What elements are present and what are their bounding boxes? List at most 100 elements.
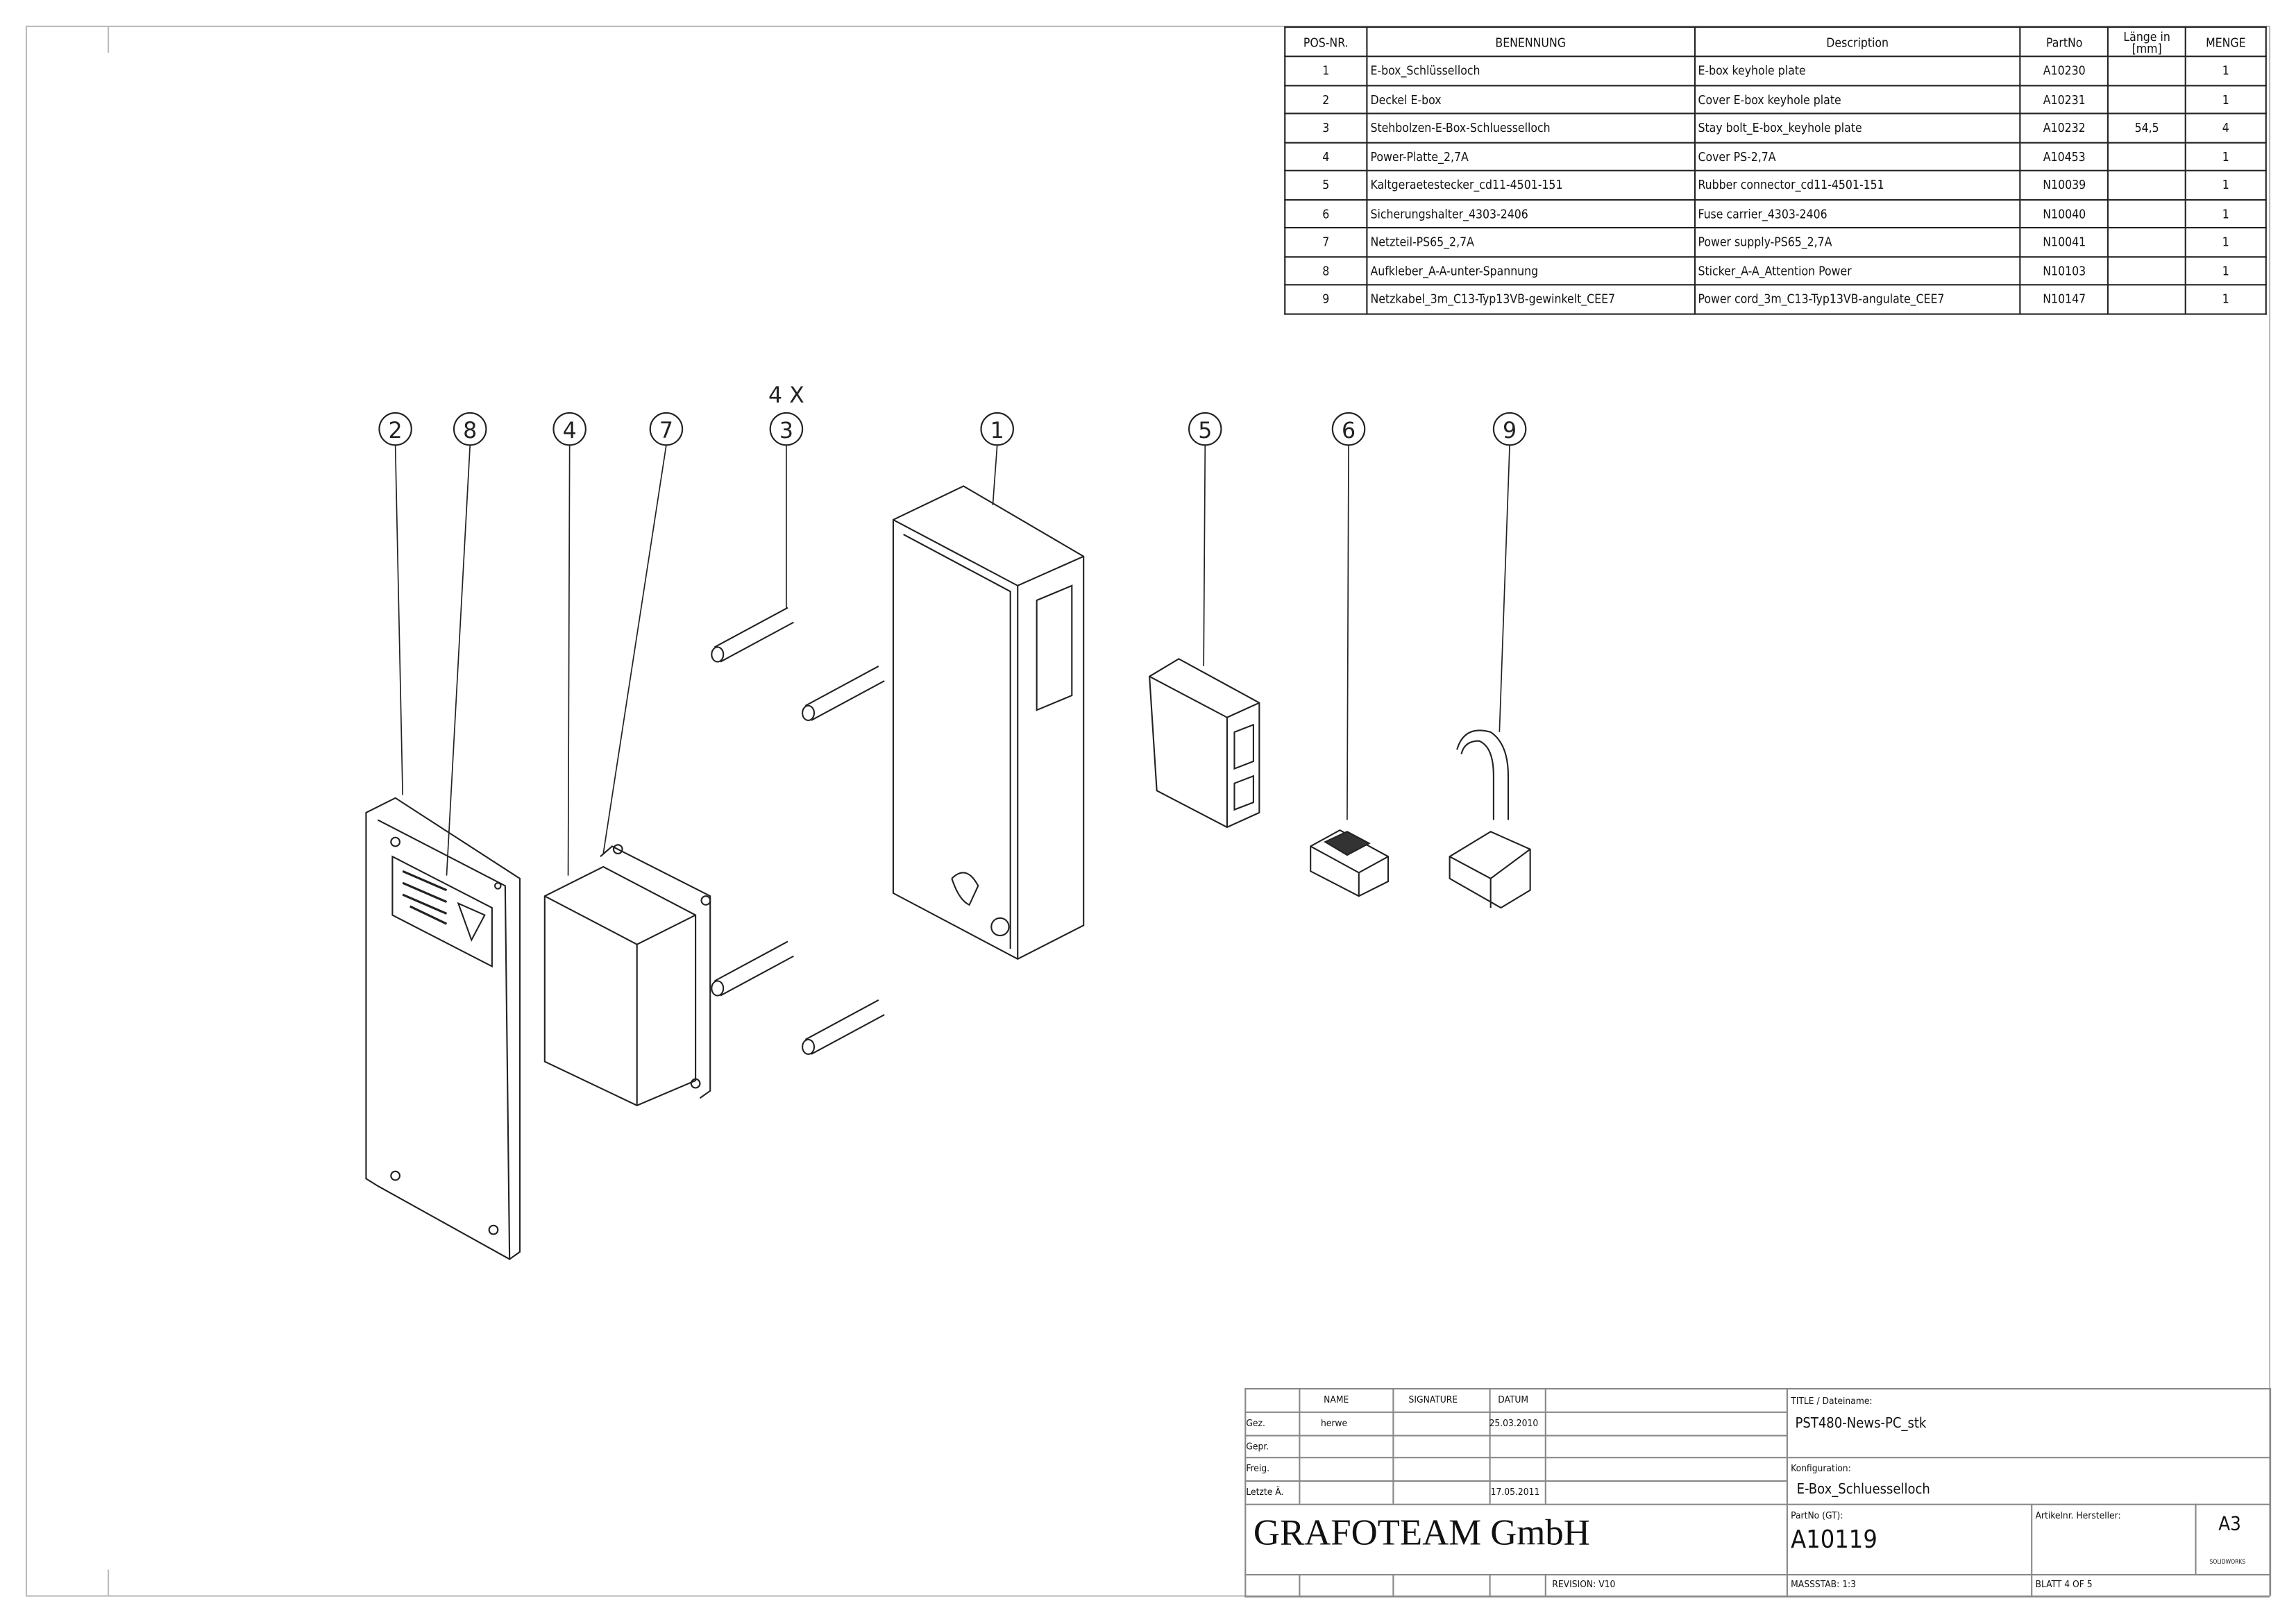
balloon-2: 2 — [389, 418, 403, 443]
bom-cell-pos: 9 — [1284, 284, 1368, 314]
revision: REVISION: V10 — [1552, 1578, 1616, 1591]
bom-cell-partno: N10040 — [2020, 198, 2109, 229]
bom-cell-benennung: Power-Platte_2,7A — [1366, 141, 1696, 171]
bom-cell-laenge — [2107, 84, 2186, 115]
bom-cell-description: Fuse carrier_4303-2406 — [1694, 198, 2022, 229]
bom-cell-laenge — [2107, 141, 2186, 171]
letzte-date: 17.05.2011 — [1490, 1486, 1540, 1498]
part-rubber-connector — [1149, 658, 1260, 829]
bom-cell-menge: 1 — [2184, 227, 2267, 257]
bom-cell-partno: N10147 — [2020, 284, 2109, 314]
bom-cell-benennung: E-box_Schlüsselloch — [1366, 56, 1696, 86]
bom-cell-laenge — [2107, 198, 2186, 229]
software-label: SOLIDWORKS — [2209, 1557, 2246, 1566]
bom-cell-laenge — [2107, 227, 2186, 257]
bom-cell-description: Stay bolt_E-box_keyhole plate — [1694, 112, 2022, 143]
balloon-1: 1 — [990, 418, 1004, 443]
balloon-6: 6 — [1342, 418, 1356, 443]
balloon-5: 5 — [1198, 418, 1212, 443]
signature-header: SIGNATURE — [1408, 1394, 1458, 1406]
part-power-supply — [543, 844, 711, 1106]
bom-cell-benennung: Netzteil-PS65_2,7A — [1366, 227, 1696, 257]
company-name: GRAFOTEAM GmbH — [1253, 1514, 1590, 1554]
config-label: Konfiguration: — [1791, 1462, 1851, 1475]
title-label: TITLE / Dateiname: — [1791, 1395, 1873, 1407]
bom-cell-laenge: 54,5 — [2107, 112, 2186, 143]
bom-cell-pos: 5 — [1284, 169, 1368, 200]
bom-header: POS-NR. BENENNUNG Description PartNo Län… — [1284, 26, 2267, 58]
drawing-title: PST480-News-PC_stk — [1795, 1416, 1927, 1432]
bom-cell-partno: A10231 — [2020, 84, 2109, 115]
bom-cell-benennung: Aufkleber_A-A-unter-Spannung — [1366, 255, 1696, 286]
bom-cell-description: Sticker_A-A_Attention Power — [1694, 255, 2022, 286]
bom-cell-partno: A10232 — [2020, 112, 2109, 143]
bom-cell-laenge — [2107, 255, 2186, 286]
bom-cell-menge: 1 — [2184, 84, 2267, 115]
configuration: E-Box_Schluesselloch — [1796, 1482, 1930, 1498]
bom-cell-laenge — [2107, 169, 2186, 200]
bom-cell-pos: 2 — [1284, 84, 1368, 115]
gepr-label: Gepr. — [1246, 1440, 1269, 1453]
bom-cell-menge: 1 — [2184, 198, 2267, 229]
bom-cell-pos: 4 — [1284, 141, 1368, 171]
bom-cell-laenge — [2107, 284, 2186, 314]
sheet-format: A3 — [2218, 1514, 2241, 1537]
bill-of-materials: POS-NR. BENENNUNG Description PartNo Län… — [1284, 26, 2267, 314]
bom-cell-laenge — [2107, 56, 2186, 86]
header-benennung: BENENNUNG — [1366, 26, 1696, 58]
bom-cell-benennung: Sicherungshalter_4303-2406 — [1366, 198, 1696, 229]
part-stay-bolts — [711, 607, 885, 1056]
quantity-note: 4 X — [768, 383, 804, 408]
bom-cell-benennung: Kaltgeraetestecker_cd11-4501-151 — [1366, 169, 1696, 200]
bom-cell-description: E-box keyhole plate — [1694, 56, 2022, 86]
bom-cell-description: Power cord_3m_C13-Typ13VB-angulate_CEE7 — [1694, 284, 2022, 314]
sheet-border — [25, 25, 2271, 1597]
bom-cell-description: Cover PS-2,7A — [1694, 141, 2022, 171]
bom-cell-partno: A10230 — [2020, 56, 2109, 86]
balloon-8: 8 — [463, 418, 477, 443]
bom-cell-benennung: Netzkabel_3m_C13-Typ13VB-gewinkelt_CEE7 — [1366, 284, 1696, 314]
bom-cell-pos: 7 — [1284, 227, 1368, 257]
bom-cell-menge: 4 — [2184, 112, 2267, 143]
sheet-number: BLATT 4 OF 5 — [2035, 1578, 2093, 1591]
header-description: Description — [1694, 26, 2022, 58]
balloon-3: 3 — [779, 418, 793, 443]
header-partno: PartNo — [2020, 26, 2109, 58]
title-block: NAME SIGNATURE DATUM Gez. herwe 25.03.20… — [1244, 1387, 2272, 1598]
part-power-cord — [1449, 729, 1531, 909]
bom-cell-partno: N10039 — [2020, 169, 2109, 200]
bom-cell-description: Rubber connector_cd11-4501-151 — [1694, 169, 2022, 200]
bom-cell-pos: 6 — [1284, 198, 1368, 229]
name-header: NAME — [1324, 1394, 1349, 1406]
bom-cell-menge: 1 — [2184, 255, 2267, 286]
part-cover-plate — [365, 797, 521, 1260]
bom-cell-partno: N10103 — [2020, 255, 2109, 286]
bom-cell-benennung: Deckel E-box — [1366, 84, 1696, 115]
partno-label: PartNo (GT): — [1791, 1509, 1843, 1521]
balloon-7: 7 — [659, 418, 673, 443]
bom-cell-description: Cover E-box keyhole plate — [1694, 84, 2022, 115]
bom-cell-menge: 1 — [2184, 284, 2267, 314]
header-menge: MENGE — [2184, 26, 2267, 58]
bom-cell-pos: 8 — [1284, 255, 1368, 286]
gez-name: herwe — [1320, 1417, 1348, 1430]
header-pos: POS-NR. — [1284, 26, 1368, 58]
balloon-circles — [378, 412, 1527, 446]
balloon-4: 4 — [563, 418, 577, 443]
header-laenge: Länge in [mm] — [2107, 26, 2186, 58]
gez-label: Gez. — [1246, 1417, 1265, 1430]
part-sticker — [391, 855, 493, 968]
letzte-label: Letzte Ä. — [1246, 1486, 1284, 1498]
leader-lines — [394, 445, 1510, 876]
bom-cell-pos: 1 — [1284, 56, 1368, 86]
drawing-partno: A10119 — [1791, 1525, 1877, 1555]
